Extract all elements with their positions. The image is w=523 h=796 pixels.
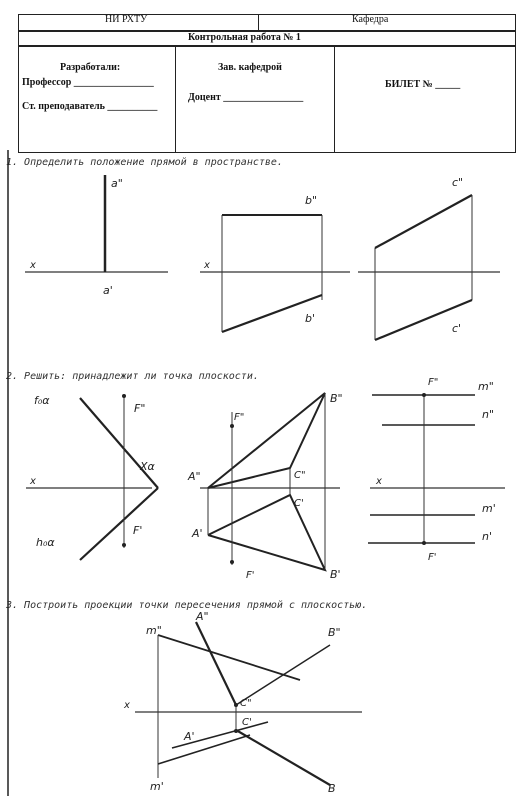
label-F1-b: F' [246,570,255,581]
label-F1-c: F' [428,552,437,563]
label-b2: b" [305,194,317,207]
label-f2: F" [134,402,145,415]
task-3-text: 3. Построить проекции точки пересечения … [6,600,368,611]
header-top-row [18,14,516,31]
task1-figure-3: c" c' [358,176,500,342]
label-c2: c" [452,176,463,189]
label-F2-b: F" [234,412,244,423]
title-row [18,31,516,46]
info-col-1 [175,46,176,153]
ticket-number: БИЛЕТ № _____ [385,79,461,90]
label-a1: a' [103,284,113,297]
label-C2: C" [294,470,306,481]
label-C1: C' [294,498,304,509]
task2-figure-2: B" F" A" C" C' A' F' B' [187,392,343,581]
task-1-text: 1. Определить положение прямой в простра… [6,157,283,168]
label-n1: n' [482,530,492,543]
label-x-4: x [375,476,382,487]
task2-figure-1: f₀α F" x Xα F' h₀α [26,394,159,561]
label-x-5: x [123,700,130,711]
label-a2: a" [111,177,123,190]
label-A1-t3: A' [183,730,195,743]
label-B-t3: B [328,782,336,795]
info-col-2 [334,46,335,153]
label-B1: B' [330,568,341,581]
label-B2-t3: B" [328,626,341,639]
label-h0a: h₀α [36,536,55,549]
org-name: НИ РХТУ [105,14,148,25]
label-C2-t3: C" [240,698,252,709]
label-m1: m' [482,502,496,515]
label-x-2: x [203,260,210,271]
developed-label: Разработали: [60,62,121,73]
label-A2: A" [187,470,201,483]
label-f0a: f₀α [34,394,50,407]
head-of-dept-label: Зав. кафедрой [218,62,282,73]
task1-figure-2: b" x b' [200,194,350,334]
docent-line: Доцент ________________ [188,92,304,103]
senior-lecturer-line: Ст. преподаватель __________ [22,101,158,112]
label-A1: A' [191,527,203,540]
task2-figure-3: F" m" n" x m' n' F' [368,377,505,563]
department-label: Кафедра [352,14,389,25]
work-title: Контрольная работа № 1 [188,32,301,43]
label-m1-t3: m' [150,780,164,793]
label-x-3: x [29,476,36,487]
label-xa: Xα [139,460,156,473]
label-m2: m" [478,380,494,393]
label-n2: n" [482,408,494,421]
label-c1: c' [452,322,461,335]
label-B2: B" [330,392,343,405]
label-C1-t3: C' [242,717,252,728]
info-row [18,46,516,153]
header-divider [258,14,259,31]
label-b1: b' [305,312,315,325]
label-F2-c: F" [428,377,438,388]
task-2-text: 2. Решить: принадлежит ли точка плоскост… [6,371,259,382]
label-f1: F' [133,524,142,537]
label-x-1: x [29,260,36,271]
professor-line: Профессор ________________ [22,77,154,88]
label-A2-t3: A" [195,610,209,623]
task1-figure-1: a" x a' [25,175,168,297]
task3-figure: m" A" B" x C" C' A' m' B [123,610,362,795]
label-m2-t3: m" [146,624,162,637]
